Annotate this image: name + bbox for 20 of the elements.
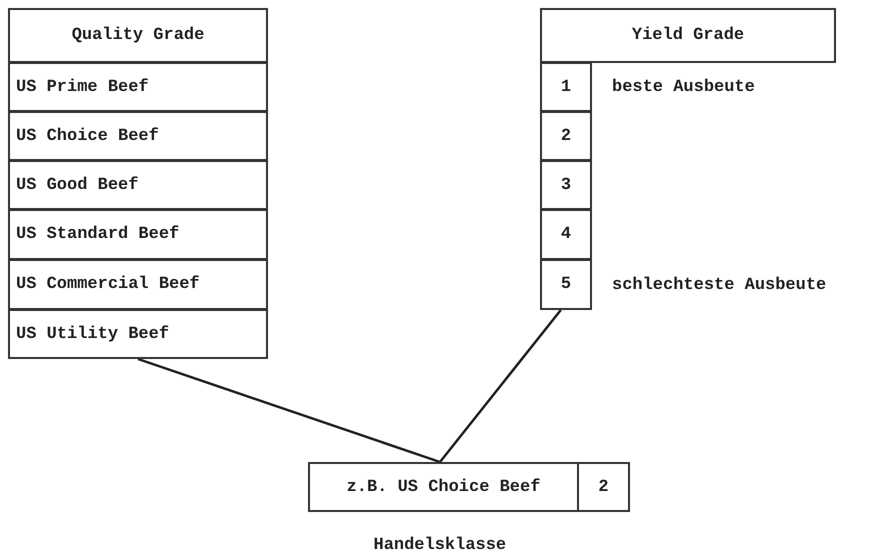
cell-note: beste Ausbeute (612, 78, 755, 96)
table-cell: US Utility Beef (8, 309, 268, 359)
table-cell: US Prime Beef (8, 62, 268, 112)
table-cell: US Good Beef (8, 160, 268, 210)
table-cell: 2 (577, 462, 630, 512)
connector-line (138, 358, 440, 464)
table-cell: US Choice Beef (8, 111, 268, 161)
table-cell: US Commercial Beef (8, 259, 268, 310)
table-cell: 1 (540, 62, 592, 112)
table-cell: 2 (540, 111, 592, 161)
table-cell: 4 (540, 209, 592, 260)
table-header: Yield Grade (540, 8, 836, 63)
caption-text: Handelsklasse (374, 536, 506, 551)
table-cell: 5 (540, 259, 592, 310)
connector-line (439, 309, 562, 463)
table-cell: US Standard Beef (8, 209, 268, 260)
table-cell: 3 (540, 160, 592, 210)
cell-note: schlechteste Ausbeute (612, 276, 826, 294)
table-header: Quality Grade (8, 8, 268, 63)
table-cell: z.B. US Choice Beef (308, 462, 579, 512)
